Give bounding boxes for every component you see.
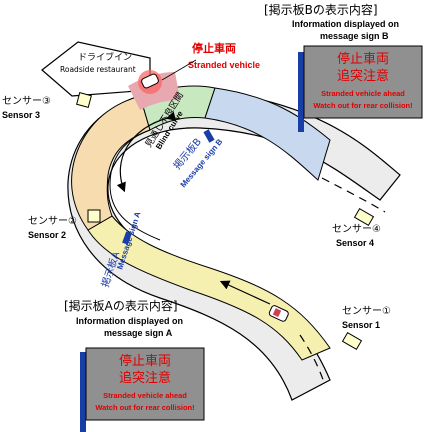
zone-sign-a	[87, 215, 331, 361]
traffic-direction-arrow	[219, 280, 271, 305]
stranded-callout-line	[161, 59, 197, 81]
panel-b-msg-jp1: 停止車両	[337, 51, 389, 67]
sign-b-marker	[203, 129, 215, 143]
panel-a-title-en2: message sign A	[104, 328, 173, 338]
stranded-label-jp: 停止車両	[192, 41, 236, 55]
sensor-4-label-en: Sensor 4	[336, 238, 374, 248]
panel-a-title-en1: Information displayed on	[76, 316, 183, 326]
panel-a-msg-jp2: 追突注意	[119, 370, 171, 386]
panel-b-title-en2: message sign B	[320, 31, 389, 41]
sensor-2-label-jp: センサー②	[28, 215, 77, 227]
restaurant-label-en: Roadside restaurant	[60, 65, 136, 74]
panel-b-msg-en2: Watch out for rear collision!	[313, 101, 412, 110]
restaurant-label-jp: ドライブイン	[78, 51, 132, 63]
lane-marking-a	[299, 334, 326, 386]
panel-a-pole	[80, 352, 86, 432]
panel-b-msg-jp2: 追突注意	[337, 68, 389, 84]
sensor-2: センサー② Sensor 2	[28, 209, 101, 240]
panel-b-msg-en1: Stranded vehicle ahead	[321, 89, 405, 98]
lane-marking-b	[321, 177, 386, 213]
sign-a-marker	[122, 231, 132, 245]
panel-a-board	[85, 347, 205, 421]
panel-b-board	[303, 45, 423, 119]
zone-sign-b	[204, 87, 331, 181]
panel-b-title-en1: Information displayed on	[292, 19, 399, 29]
sensor-1-label-jp: センサー①	[342, 305, 391, 317]
sensor-4: センサー④ Sensor 4	[332, 207, 381, 248]
panel-a-msg-en1: Stranded vehicle ahead	[103, 391, 187, 400]
sensor-3-label-en: Sensor 3	[2, 110, 40, 120]
panel-a-msg-jp1: 停止車両	[119, 353, 171, 369]
sensor-1: センサー① Sensor 1	[341, 305, 391, 351]
sensor-3-label-jp: センサー③	[2, 95, 51, 107]
panel-a: [掲示板Aの表示内容] Information displayed on mes…	[64, 298, 205, 432]
sensor-2-label-en: Sensor 2	[28, 230, 66, 240]
panel-a-title-jp: [掲示板Aの表示内容]	[64, 298, 178, 313]
approaching-vehicle	[268, 305, 289, 322]
stranded-label-en: Stranded vehicle	[188, 60, 260, 70]
panel-b: [掲示板Bの表示内容] Information displayed on mes…	[264, 2, 423, 132]
blind-curve-arc	[116, 111, 177, 193]
sensor-3: センサー③ Sensor 3	[2, 92, 92, 120]
sensor-1-label-en: Sensor 1	[342, 320, 380, 330]
stranded-vehicle	[138, 70, 162, 94]
sensor-4-label-jp: センサー④	[332, 223, 381, 235]
panel-b-title-jp: [掲示板Bの表示内容]	[264, 2, 378, 17]
panel-b-pole	[298, 52, 304, 132]
panel-a-msg-en2: Watch out for rear collision!	[95, 403, 194, 412]
